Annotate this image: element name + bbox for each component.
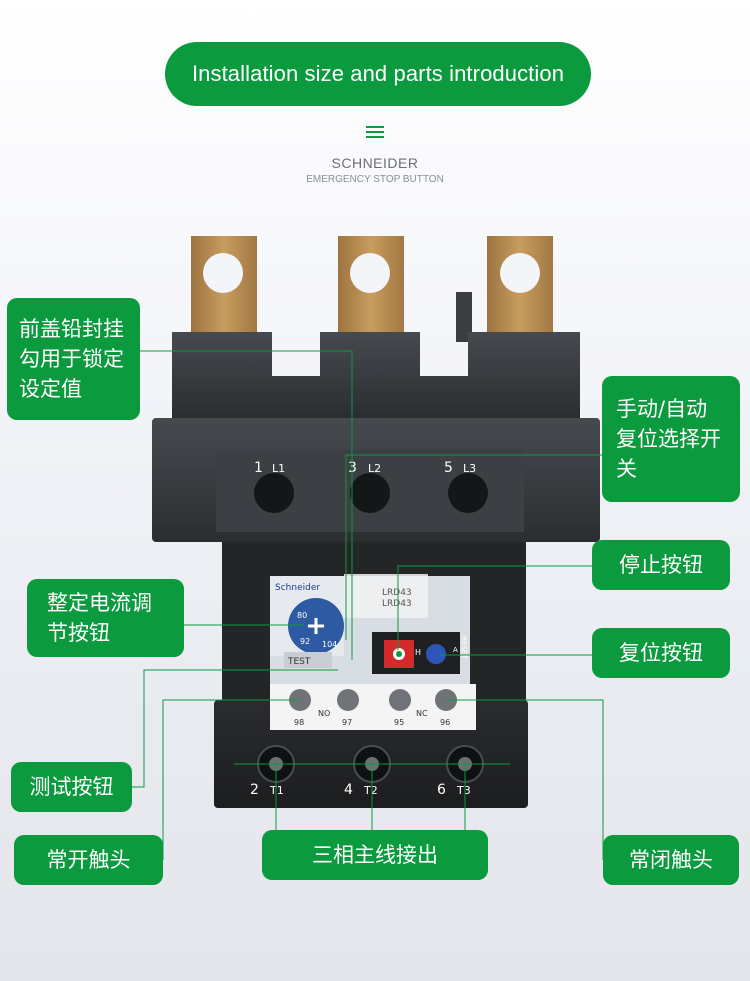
svg-text:L2: L2 [368,462,381,475]
svg-text:2: 2 [250,782,259,798]
svg-text:T1: T1 [269,784,284,797]
test-label: TEST [287,657,311,667]
svg-text:L3: L3 [463,462,476,475]
label-three-phase-output: 三相主线接出 [262,830,488,880]
busbar-l1 [191,236,257,336]
svg-text:LRD43: LRD43 [382,599,412,609]
svg-text:104: 104 [322,640,337,649]
brand-subtitle: EMERGENCY STOP BUTTON [306,174,444,185]
busbar-l3 [487,236,553,336]
plate-model: LRD43 [382,588,412,598]
svg-text:H: H [415,648,421,657]
svg-text:1: 1 [254,460,263,476]
svg-text:97: 97 [342,718,352,727]
label-setting-current-knob: 整定电流调节按钮 [27,579,184,657]
svg-text:T2: T2 [363,784,378,797]
svg-text:6: 6 [437,782,446,798]
svg-text:3: 3 [348,460,357,476]
label-seal-lock: 前盖铅封挂勾用于锁定设定值 [7,298,140,420]
label-manual-auto-switch: 手动/自动复位选择开关 [602,376,740,502]
svg-text:NC: NC [416,709,428,718]
svg-text:98: 98 [294,718,304,727]
reset-button-shape[interactable] [426,644,446,664]
label-normally-open-contact: 常开触头 [14,835,163,885]
label-test-button: 测试按钮 [11,762,132,812]
svg-text:4: 4 [344,782,353,798]
svg-text:80: 80 [297,611,307,620]
svg-text:RESET: RESET [460,636,468,659]
svg-text:96: 96 [440,718,450,727]
label-reset-button: 复位按钮 [592,628,730,678]
svg-text:92: 92 [300,637,310,646]
svg-text:5: 5 [444,460,453,476]
svg-text:A: A [453,646,458,654]
label-normally-closed-contact: 常闭触头 [603,835,739,885]
menu-icon [366,126,384,140]
plate-brand: Schneider [275,583,320,593]
svg-text:L1: L1 [272,462,285,475]
page-title: Installation size and parts introduction [165,42,591,106]
svg-text:95: 95 [394,718,404,727]
busbar-l2 [338,236,404,336]
svg-text:T3: T3 [456,784,471,797]
brand-name: SCHNEIDER [331,155,419,171]
label-stop-button: 停止按钮 [592,540,730,590]
svg-text:NO: NO [318,709,330,718]
